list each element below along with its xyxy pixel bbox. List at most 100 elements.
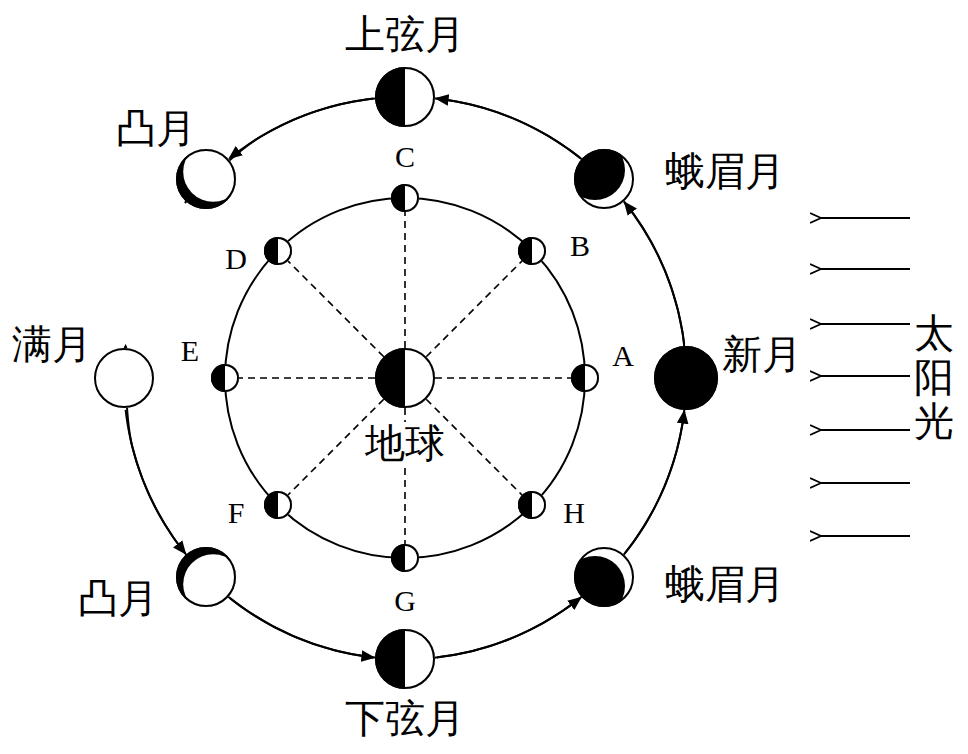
moon-outline — [519, 492, 545, 518]
sunlight-arrow — [821, 323, 910, 325]
position-letter: E — [181, 334, 199, 367]
position-letter: H — [563, 496, 585, 529]
moon-figure — [518, 237, 546, 265]
sunlight-arrow — [821, 375, 910, 377]
moon-outline — [376, 68, 434, 126]
moon-disc — [565, 556, 625, 616]
moon-shading — [264, 491, 292, 519]
moon-figure — [571, 364, 599, 392]
moon-outline — [177, 150, 235, 208]
moon-disc — [391, 544, 419, 572]
moon-figure — [391, 184, 419, 212]
phase-name: 下弦月 — [345, 697, 465, 741]
moon-disc — [565, 140, 625, 200]
moon-outline — [519, 238, 545, 264]
moon-outline — [177, 548, 235, 606]
moon-figure — [176, 149, 236, 209]
position-letter: G — [394, 584, 416, 617]
moon-outline — [212, 365, 238, 391]
moon-shading — [375, 629, 435, 689]
moon-disc — [264, 491, 292, 519]
moon-phase: 凸月 — [176, 149, 236, 209]
moon-position: A — [571, 364, 599, 392]
sunlight-label: 太阳光 — [914, 312, 954, 444]
moon-figure — [654, 346, 718, 410]
position-letter: B — [570, 229, 590, 262]
phase-name: 新月 — [722, 333, 802, 377]
moon-phase: 满月 — [94, 348, 154, 408]
moon-shading — [211, 364, 239, 392]
orbit-arrow — [230, 99, 373, 158]
moon-outline — [95, 349, 153, 407]
lit-half — [405, 67, 435, 127]
moon-position: E — [211, 364, 239, 392]
sunlight-arrow — [821, 217, 910, 219]
moon-disc — [94, 348, 154, 408]
moon-figure — [264, 237, 292, 265]
moon-figure — [375, 629, 435, 689]
moon-phase: 上弦月 — [375, 67, 435, 127]
sight-line — [239, 377, 375, 379]
orbit-arrow — [230, 598, 373, 657]
lit-half — [405, 348, 435, 408]
orbit-arrow — [437, 598, 580, 657]
moon-shading — [518, 491, 546, 519]
sight-line — [288, 261, 384, 357]
moon-shading — [264, 237, 292, 265]
moon-outline — [575, 150, 633, 208]
moon-disc — [518, 491, 546, 519]
moon-figure — [176, 547, 236, 607]
moon-position: H — [518, 491, 546, 519]
moon-outline — [265, 238, 291, 264]
phase-name: 满月 — [12, 323, 92, 367]
phase-name: 蛾眉月 — [665, 150, 785, 194]
moon-shading — [654, 346, 718, 410]
moon-shading — [375, 67, 435, 127]
moon-disc — [654, 346, 718, 410]
moon-disc — [571, 364, 599, 392]
moon-outline — [265, 492, 291, 518]
moon-disc — [518, 237, 546, 265]
moon-figure — [574, 547, 634, 607]
moon-phase: 蛾眉月 — [574, 547, 634, 607]
moon-disc — [375, 348, 435, 408]
moon-figure — [264, 491, 292, 519]
moon-shading — [571, 364, 599, 392]
moon-figure — [518, 491, 546, 519]
earth-label: 地球 — [362, 422, 448, 466]
moon-outline — [575, 548, 633, 606]
position-letter: A — [612, 339, 634, 372]
moon-disc — [211, 364, 239, 392]
moon-disc — [264, 237, 292, 265]
moon-shading — [391, 184, 419, 212]
earth: 地球 — [375, 348, 435, 408]
moon-position: G — [391, 544, 419, 572]
lit-half — [405, 629, 435, 689]
sunlight-arrow — [821, 429, 910, 431]
moon-disc — [391, 184, 419, 212]
position-letter: D — [225, 242, 247, 275]
sunlight-arrow — [821, 268, 910, 270]
moon-outline — [572, 365, 598, 391]
orbit-arrow — [437, 99, 580, 158]
moon-shading — [176, 142, 243, 209]
moon-figure — [375, 67, 435, 127]
orbit-arrow — [126, 410, 185, 553]
moon-position: D — [264, 237, 292, 265]
moon-shading — [375, 348, 435, 408]
phase-name: 蛾眉月 — [665, 563, 785, 607]
moon-shading — [391, 544, 419, 572]
moon-figure — [211, 364, 239, 392]
phase-name: 上弦月 — [345, 13, 465, 57]
moon-position: F — [264, 491, 292, 519]
position-letter: F — [228, 496, 245, 529]
moon-disc — [375, 629, 435, 689]
position-letter: C — [395, 140, 415, 173]
moon-phase: 下弦月 — [375, 629, 435, 689]
moon-phase: 凸月 — [176, 547, 236, 607]
sight-line — [426, 261, 522, 357]
moon-outline — [376, 630, 434, 688]
moon-figure — [391, 544, 419, 572]
